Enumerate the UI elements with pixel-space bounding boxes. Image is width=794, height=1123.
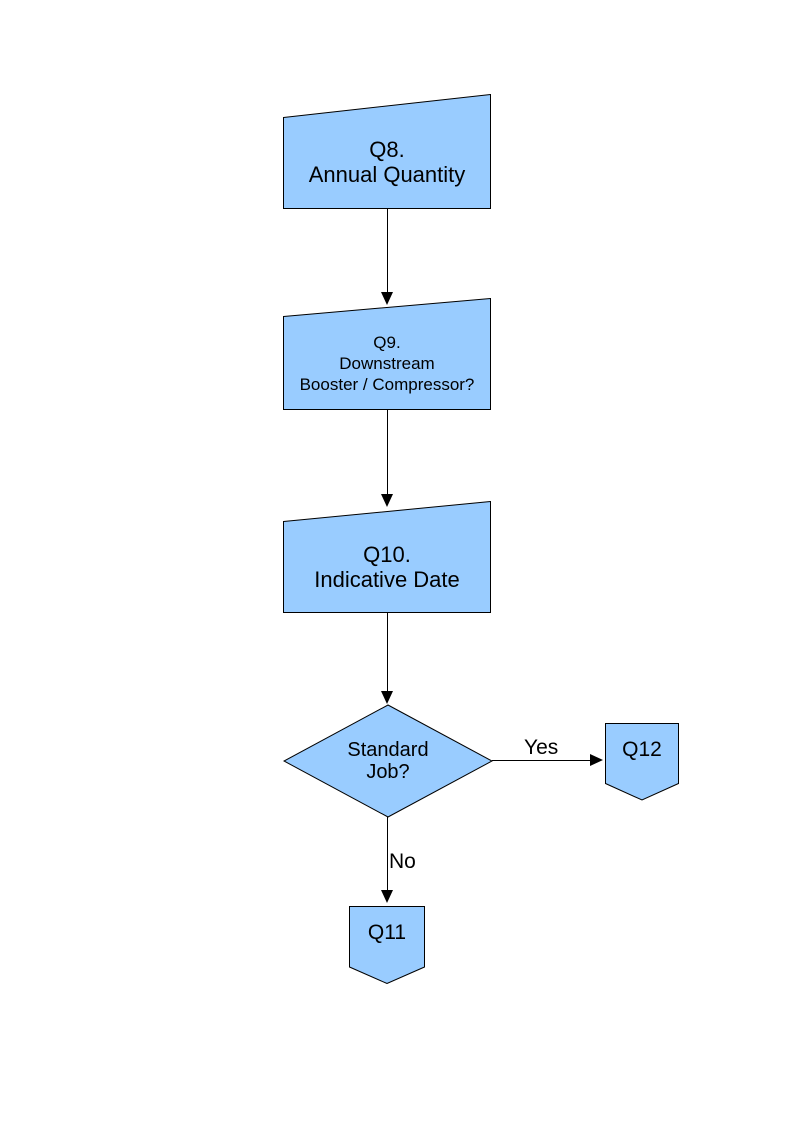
edge-label-yes: Yes <box>524 736 559 759</box>
node-decision-line1: Standard <box>347 739 429 761</box>
node-q9-line2: Downstream <box>339 354 435 373</box>
node-decision-line2: Job? <box>366 761 410 783</box>
off-page-connector-shape <box>605 723 679 801</box>
arrowhead-q8-q9 <box>381 292 393 305</box>
node-q9-line3: Booster / Compressor? <box>299 375 475 394</box>
node-q12-connector: Q12 <box>605 723 679 801</box>
arrowhead-q10-decision <box>381 691 393 704</box>
manual-input-shape <box>283 298 491 410</box>
arrowhead-q9-q10 <box>381 494 393 507</box>
manual-input-shape <box>283 501 491 613</box>
arrowhead-decision-q12 <box>590 754 603 766</box>
node-q10-line1: Q10. <box>363 541 411 567</box>
node-q10-indicative-date: Q10. Indicative Date <box>283 501 491 613</box>
decision-diamond-shape <box>283 704 493 818</box>
node-q8-annual-quantity: Q8. Annual Quantity <box>283 94 491 209</box>
connector-q9-q10 <box>387 410 388 494</box>
manual-input-shape <box>283 94 491 209</box>
node-q11-label: Q11 <box>367 920 407 944</box>
arrowhead-decision-q11 <box>381 890 393 903</box>
node-q8-line2: Annual Quantity <box>308 162 466 187</box>
connector-decision-q11 <box>387 817 388 890</box>
node-q11-connector: Q11 <box>349 906 425 984</box>
node-q8-line1: Q8. <box>369 136 405 162</box>
connector-decision-q12 <box>492 760 590 761</box>
node-q12-label: Q12 <box>622 737 662 761</box>
node-q9-line1: Q9. <box>373 333 401 352</box>
node-decision-standard-job: Standard Job? <box>283 704 493 818</box>
off-page-connector-shape <box>349 906 425 984</box>
connector-q10-decision <box>387 613 388 691</box>
node-q9-downstream-booster: Q9. Downstream Booster / Compressor? <box>283 298 491 410</box>
node-q10-line2: Indicative Date <box>314 567 460 592</box>
edge-label-no: No <box>389 850 416 873</box>
connector-q8-q9 <box>387 208 388 292</box>
